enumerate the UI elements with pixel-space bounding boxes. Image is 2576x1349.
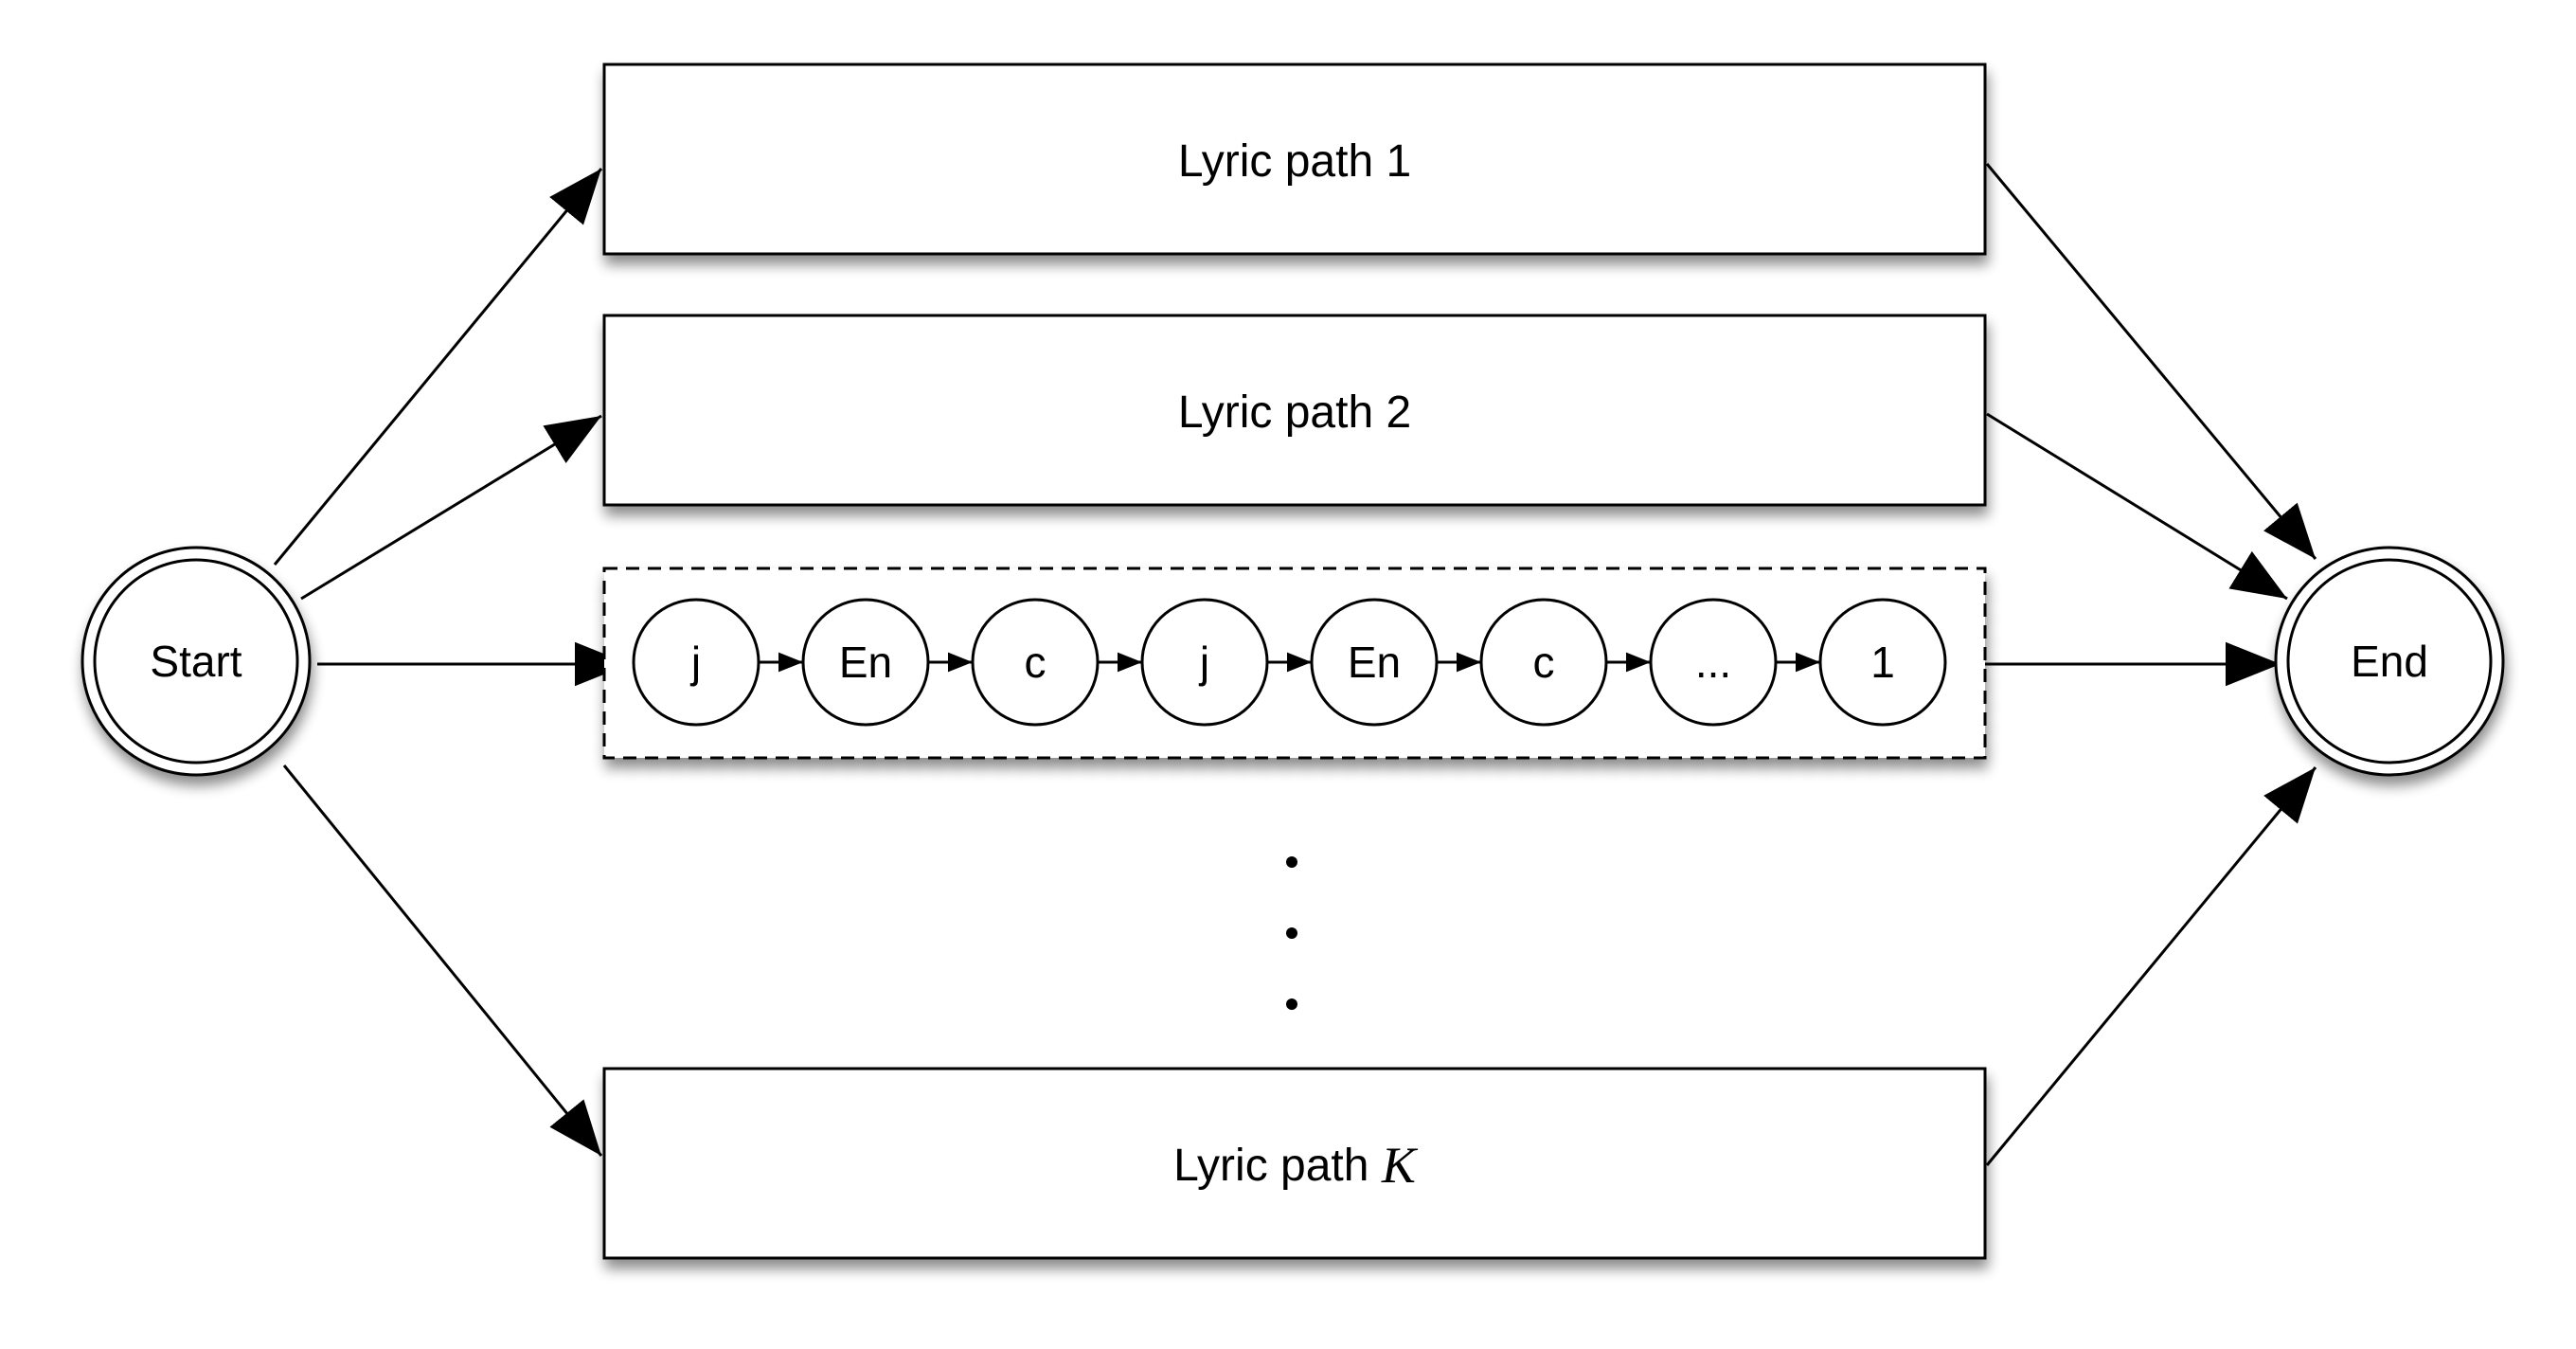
ellipsis-dot (1286, 927, 1297, 939)
start-node (80, 546, 312, 777)
ellipsis-dot (1286, 856, 1297, 868)
end-label: End (2351, 637, 2428, 686)
lyric-path-1-index: 1 (1386, 136, 1411, 187)
lyric-path-1-label: Lyric path 1 (1178, 136, 1411, 187)
edge-start-pathK (282, 764, 603, 1157)
state-node-label: j (1198, 638, 1209, 687)
edge-pathK-end (1985, 766, 2317, 1166)
lyric-path-1-prefix: Lyric path (1178, 136, 1373, 187)
lyric-path-2-label: Lyric path 2 (1178, 387, 1411, 438)
state-node (1818, 598, 1947, 727)
state-node-label: 1 (1870, 638, 1895, 687)
state-node-label: ... (1695, 638, 1731, 687)
state-node-label: j (689, 638, 701, 687)
lyric-path-2-index: 2 (1386, 387, 1411, 438)
start-label: Start (150, 637, 242, 686)
state-node-label: c (1025, 638, 1046, 687)
state-node-label: En (839, 638, 892, 687)
expanded-path-state-chain: j En c j En c... 1 (632, 598, 1947, 727)
lyric-path-k-label: Lyric path K (1173, 1137, 1419, 1194)
lyric-path-2-prefix: Lyric path (1178, 387, 1373, 438)
edge-start-path1 (273, 168, 603, 566)
start-edges (273, 168, 630, 1157)
lyric-path-k-box (602, 1067, 1987, 1260)
lyric-path-1-box (602, 63, 1987, 256)
end-node (2274, 546, 2505, 777)
lyric-path-2-box (602, 314, 1987, 507)
end-edges (1947, 163, 2317, 1166)
vertical-ellipsis (1286, 856, 1297, 1010)
state-node-label: c (1533, 638, 1555, 687)
ellipsis-dot (1286, 998, 1297, 1010)
edge-path1-end (1985, 163, 2317, 560)
edge-path2-end (1986, 412, 2288, 601)
edge-start-path2 (300, 414, 602, 601)
lyric-path-k-prefix: Lyric path (1173, 1141, 1368, 1191)
state-node-label: En (1348, 638, 1401, 687)
lyric-path-k-index: K (1381, 1137, 1419, 1194)
